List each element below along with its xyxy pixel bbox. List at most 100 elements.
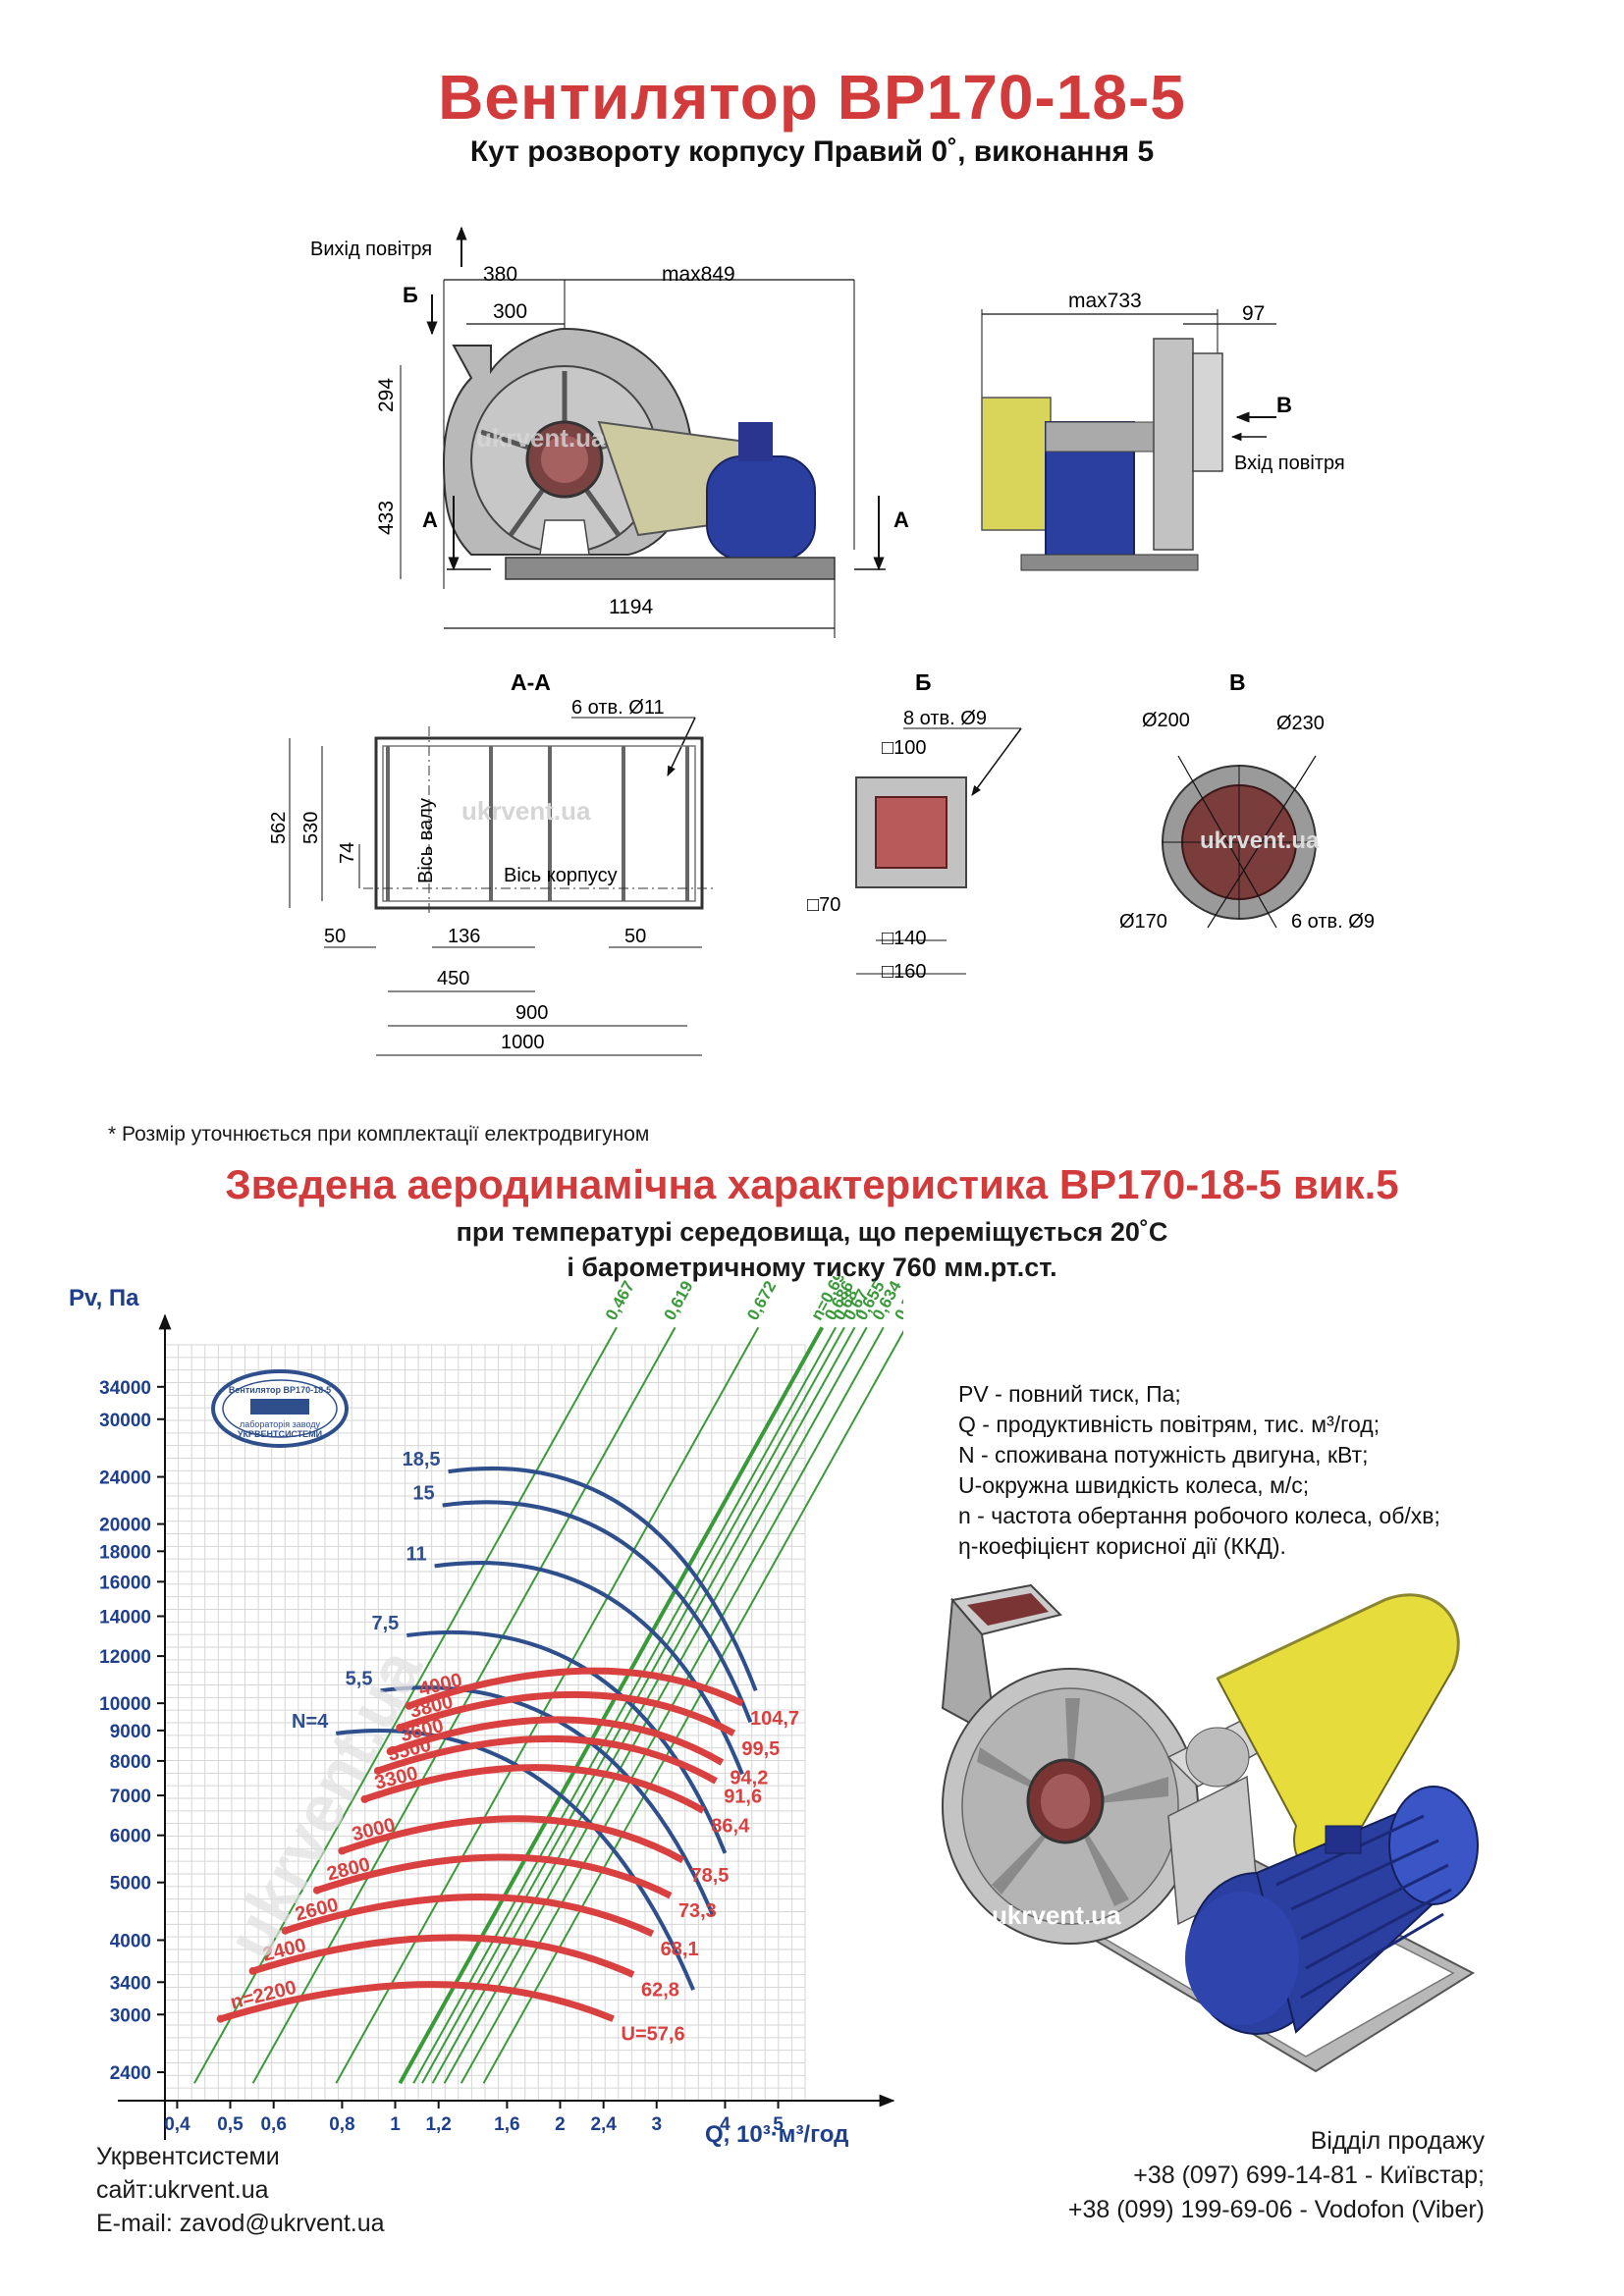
view-aa-title: А-А <box>511 669 551 695</box>
y-tick-label: 4000 <box>110 1931 151 1951</box>
speed-curve <box>399 1690 736 1736</box>
y-tick-label: 3400 <box>110 1973 151 1994</box>
power-label: 5,5 <box>346 1668 373 1689</box>
y-tick-label: 5000 <box>110 1874 151 1895</box>
sales-phone-1[interactable]: +38 (097) 699-14-81 - Київстар; <box>1133 2162 1485 2189</box>
characteristic-subtitle-2: і барометричному тиску 760 мм.рт.ст. <box>567 1253 1057 1282</box>
aa-dim-136: 136 <box>448 926 480 947</box>
badge-line-1: Вентилятор ВР170-18-5 <box>229 1385 331 1395</box>
y-tick-label: 3000 <box>110 2005 151 2026</box>
company-name: Укрвентсистеми <box>96 2143 280 2170</box>
view-v-title: В <box>1229 669 1246 695</box>
sales-phone-2[interactable]: +38 (099) 199-69-06 - Vodofon (Viber) <box>1067 2196 1485 2223</box>
y-tick-label: 2400 <box>110 2063 151 2084</box>
section-a-marker-right: А <box>893 507 909 532</box>
section-b-marker: Б <box>403 283 418 307</box>
power-curve <box>406 1629 728 1854</box>
legend-item-q: Q - продуктивність повітрям, тис. м³/год… <box>958 1412 1380 1437</box>
speed-curve <box>284 1894 655 1938</box>
power-curve <box>434 1561 744 1776</box>
watermark-render: ukrvent.ua <box>992 1900 1121 1930</box>
x-tick-label: 0,6 <box>260 2114 286 2135</box>
shaft-axis-label: Вісь валу <box>415 798 437 883</box>
section-v-marker: В <box>1276 393 1292 417</box>
badge-line-3: УКРВЕНТСИСТЕМИ <box>238 1429 322 1439</box>
y-axis-label: Pv, Па <box>69 1285 139 1311</box>
company-email[interactable]: E-mail: zavod@ukrvent.ua <box>96 2210 385 2237</box>
dim-1194: 1194 <box>609 596 653 618</box>
u-label: 62,8 <box>641 1980 679 2002</box>
view-v-dim-200: Ø200 <box>1142 710 1190 731</box>
characteristic-subtitle-1: при температурі середовища, що переміщує… <box>456 1217 1168 1247</box>
speed-curve <box>407 1667 744 1710</box>
aa-dim-50-left: 50 <box>324 926 346 947</box>
x-tick-label: 5 <box>773 2114 784 2135</box>
x-tick-label: 2 <box>555 2114 566 2135</box>
y-tick-label: 20000 <box>99 1516 151 1536</box>
footnote: * Розмір уточнюється при комплектації ел… <box>108 1123 650 1146</box>
dim-97: 97 <box>1242 302 1265 325</box>
power-curve <box>442 1500 753 1723</box>
view-b-dim-100: □100 <box>882 737 926 759</box>
u-label: 94,2 <box>730 1768 768 1789</box>
speed-curve-start <box>338 1846 347 1855</box>
technical-drawings: Вихід повітря 380 max849 300 Б 294 433 <box>268 226 1375 1056</box>
watermark-front: ukrvent.ua <box>476 423 606 453</box>
y-tick-label: 18000 <box>99 1542 151 1563</box>
front-view: Вихід повітря 380 max849 300 Б 294 433 <box>310 226 909 638</box>
speed-curve <box>376 1735 718 1785</box>
y-tick-label: 16000 <box>99 1573 151 1593</box>
power-label: 7,5 <box>372 1613 400 1634</box>
sales-info: Відділ продажу +38 (097) 699-14-81 - Киї… <box>1068 2124 1485 2227</box>
fan-3d-render: ukrvent.ua <box>941 1583 1479 2073</box>
speed-curve <box>315 1853 673 1899</box>
view-aa-holes: 6 отв. Ø11 <box>571 697 665 719</box>
efficiency-line <box>431 1326 856 2084</box>
lab-badge: Вентилятор ВР170-18-5 лабораторія заводу… <box>211 1369 349 1448</box>
y-tick-label: 12000 <box>99 1647 151 1668</box>
view-b-dim-140: □140 <box>882 928 926 949</box>
dim-294: 294 <box>375 378 398 412</box>
u-label: 68,1 <box>661 1939 699 1960</box>
characteristic-title: Зведена аеродинамічна характеристика ВР1… <box>225 1161 1399 1207</box>
view-b: Б 8 отв. Ø9 □100 □70 □140 □160 <box>807 669 1022 983</box>
speed-curve-start <box>281 1926 290 1935</box>
aerodynamic-chart: Pv, Па Q, 10³·м³/год 2400 3000 3400 4000 500… <box>69 1276 903 2148</box>
company-info: Укрвентсистеми сайт:ukrvent.ua E-mail: z… <box>96 2140 385 2240</box>
side-view: max733 97 В Вхід повітря <box>981 290 1345 571</box>
view-b-holes: 8 отв. Ø9 <box>903 708 987 729</box>
legend-item-u: U-окружна швидкість колеса, м/с; <box>958 1472 1310 1498</box>
legend: PV - повний тиск, Па; Q - продуктивність… <box>958 1379 1440 1562</box>
body-axis-label: Вісь корпусу <box>504 865 618 886</box>
efficiency-line <box>412 1326 838 2084</box>
aa-dim-900: 900 <box>515 1002 548 1024</box>
view-b-dim-70: □70 <box>807 894 840 916</box>
view-v-dim-230: Ø230 <box>1276 713 1325 734</box>
speed-curve-start <box>405 1701 413 1710</box>
power-label: N=4 <box>292 1711 329 1733</box>
legend-item-eff: η-коефіцієнт корисної дії (ККД). <box>958 1533 1286 1559</box>
speed-curve-start <box>396 1723 405 1732</box>
u-label: 99,5 <box>741 1738 780 1760</box>
y-tick-labels: 2400300034004000500060007000800090001000… <box>99 1378 165 2084</box>
efficiency-label: 0,619 <box>660 1278 696 1323</box>
efficiency-line <box>398 1326 825 2085</box>
x-tick-label: 0,8 <box>329 2114 354 2135</box>
legend-item-n: N - споживана потужність двигуна, кВт; <box>958 1442 1369 1468</box>
power-label: 15 <box>412 1483 434 1505</box>
u-label: 91,6 <box>724 1786 762 1807</box>
speed-curves <box>216 1667 744 2023</box>
view-b-dim-160: □160 <box>882 961 926 983</box>
aa-dim-50-right: 50 <box>624 926 646 947</box>
speed-curve <box>389 1716 725 1766</box>
x-axis-label: Q, 10³·м³/год <box>705 2121 848 2148</box>
y-tick-label: 34000 <box>99 1378 151 1399</box>
y-tick-label: 14000 <box>99 1608 151 1629</box>
power-curve <box>380 1685 715 1917</box>
y-tick-label: 30000 <box>99 1411 151 1431</box>
dim-max849: max849 <box>662 263 735 286</box>
company-site[interactable]: сайт:ukrvent.ua <box>96 2176 269 2204</box>
watermark-v: ukrvent.ua <box>1200 828 1320 854</box>
x-tick-label: 2,4 <box>590 2114 617 2135</box>
